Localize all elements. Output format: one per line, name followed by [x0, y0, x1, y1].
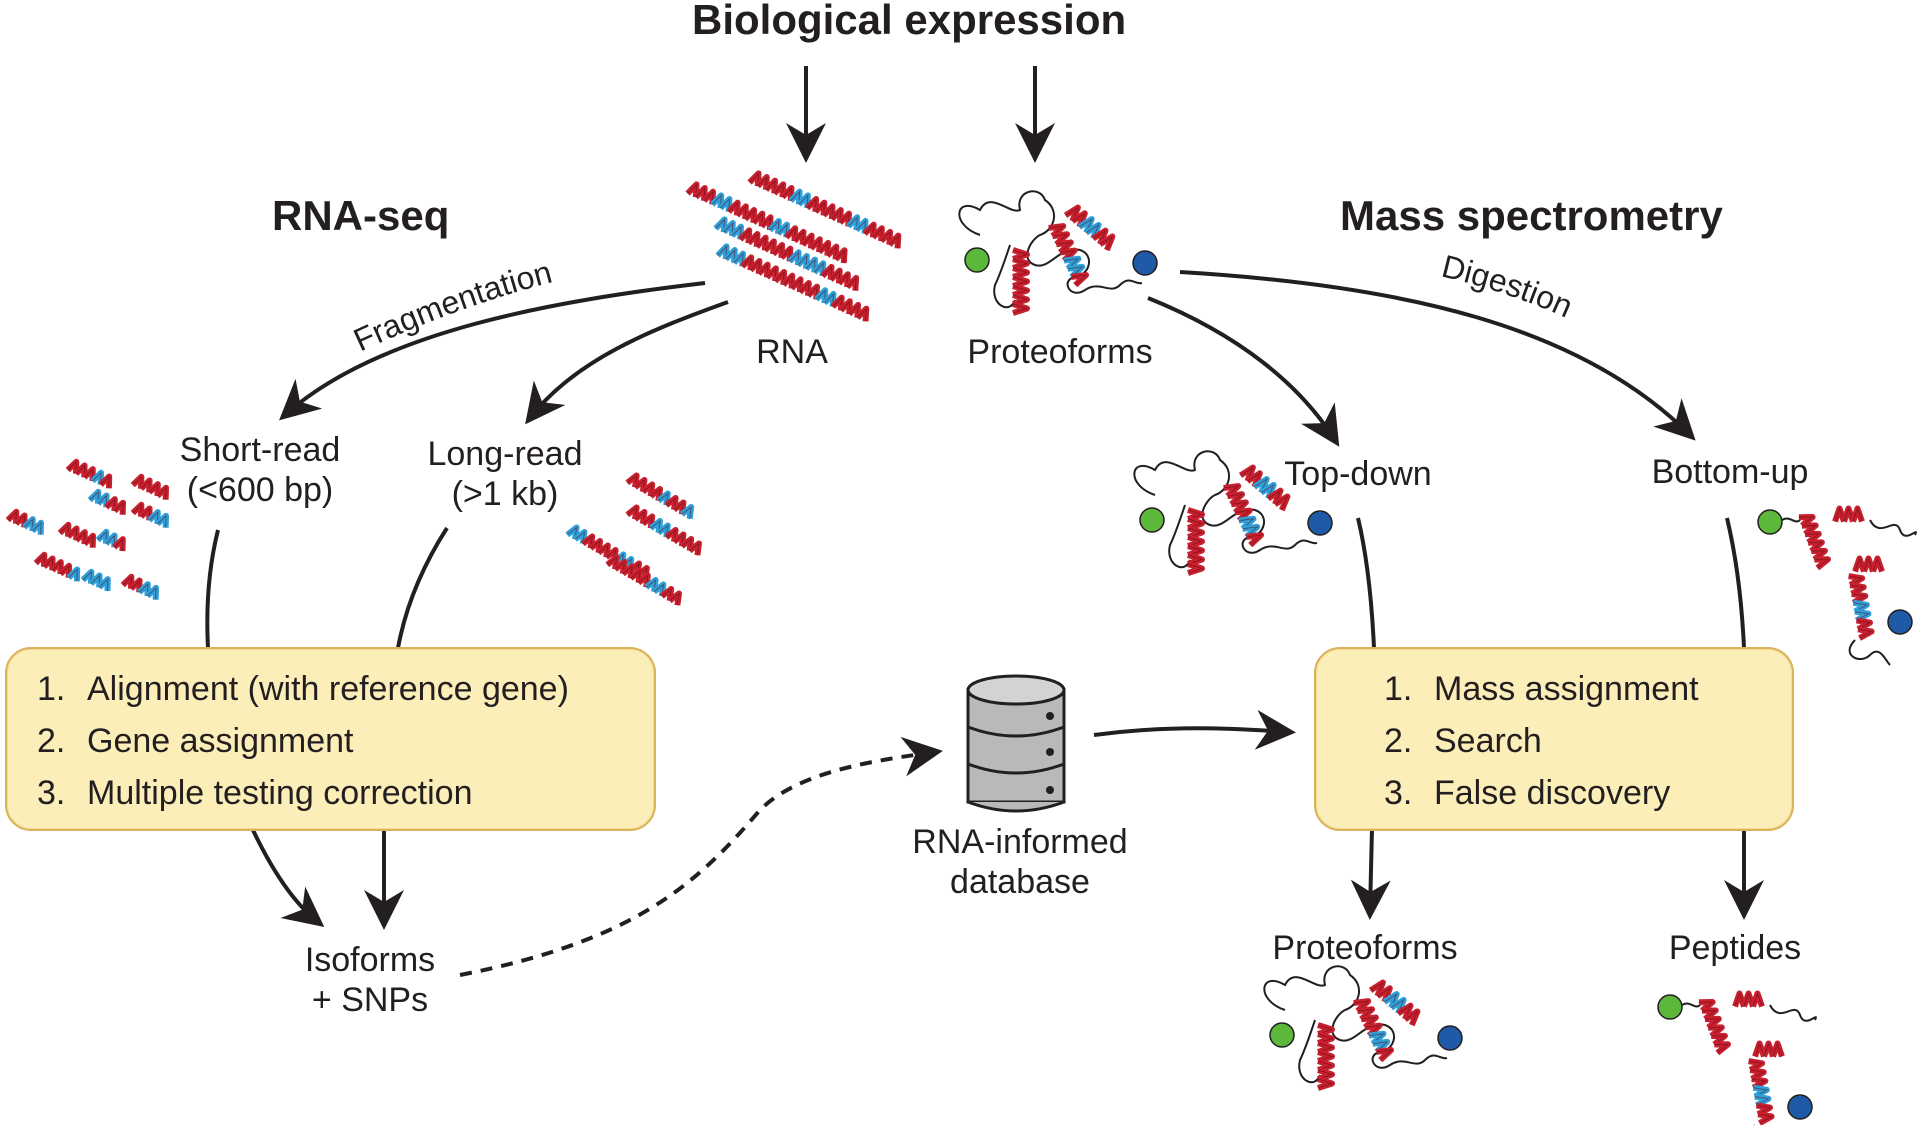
ms-steps-box: 1.Mass assignment 2.Search 3.False disco…	[1314, 647, 1794, 831]
line-long-to-box	[396, 526, 449, 649]
long-read-line2: (>1 kb)	[451, 475, 559, 513]
arrow-digestion	[1179, 270, 1696, 441]
arrow-box-to-proteoforms	[1350, 827, 1391, 920]
arrow-database-to-ms	[1093, 709, 1296, 750]
short-read-line2: (<600 bp)	[186, 471, 334, 509]
rna-label: RNA	[756, 333, 828, 371]
isoforms-line1: Isoforms	[304, 941, 436, 979]
short-read-label: Short-read (<600 bp)	[160, 430, 360, 510]
rnaseq-step: 1.Alignment (with reference gene)	[37, 670, 569, 708]
fragmentation-label: Fragmentation	[348, 254, 555, 359]
arrow-top-down	[1147, 296, 1340, 447]
line-short-to-box	[205, 529, 220, 649]
peptides-icon-bottom-up	[1757, 505, 1917, 666]
database-line2: database	[950, 863, 1090, 901]
line-bottomup-to-box	[1725, 517, 1746, 649]
ms-step: 2.Search	[1384, 722, 1542, 760]
arrow-fragmentation-short	[279, 281, 706, 421]
output-peptides-label: Peptides	[1668, 929, 1802, 967]
short-read-fragments	[5, 458, 170, 600]
output-proteoforms-label: Proteoforms	[1272, 929, 1458, 967]
rnaseq-step: 2.Gene assignment	[37, 722, 354, 760]
arrow-isoforms-to-database	[459, 736, 943, 977]
long-read-line1: Long-read	[427, 435, 583, 473]
long-read-label: Long-read (>1 kb)	[405, 434, 605, 514]
isoforms-label: Isoforms + SNPs	[270, 940, 470, 1020]
protein-icon-proteoforms	[958, 190, 1158, 316]
peptides-icon-output	[1657, 990, 1817, 1125]
isoforms-line2: + SNPs	[311, 981, 429, 1019]
protein-icon-output	[1263, 965, 1463, 1091]
arrow-fragmentation-long	[525, 300, 729, 425]
database-label: RNA-informed database	[880, 822, 1160, 902]
protein-icon-top-down	[1133, 450, 1333, 576]
long-read-fragments	[565, 472, 703, 606]
database-icon	[966, 674, 1066, 813]
arrow-box-to-isoforms-1	[250, 827, 325, 927]
rnaseq-steps-box: 1.Alignment (with reference gene) 2.Gene…	[5, 647, 656, 831]
rna-strands	[685, 170, 902, 322]
top-down-label: Top-down	[1284, 455, 1432, 493]
rnaseq-heading: RNA-seq	[272, 192, 450, 239]
ms-step: 1.Mass assignment	[1384, 670, 1699, 708]
ms-step: 3.False discovery	[1384, 774, 1671, 812]
ms-heading: Mass spectrometry	[1340, 192, 1723, 239]
rnaseq-step: 3.Multiple testing correction	[37, 774, 473, 812]
short-read-line1: Short-read	[179, 431, 341, 469]
database-line1: RNA-informed	[912, 823, 1128, 861]
bottom-up-label: Bottom-up	[1651, 453, 1809, 491]
diagram-title: Biological expression	[692, 0, 1127, 43]
line-topdown-to-box	[1356, 517, 1376, 649]
proteoforms-label: Proteoforms	[967, 333, 1153, 371]
